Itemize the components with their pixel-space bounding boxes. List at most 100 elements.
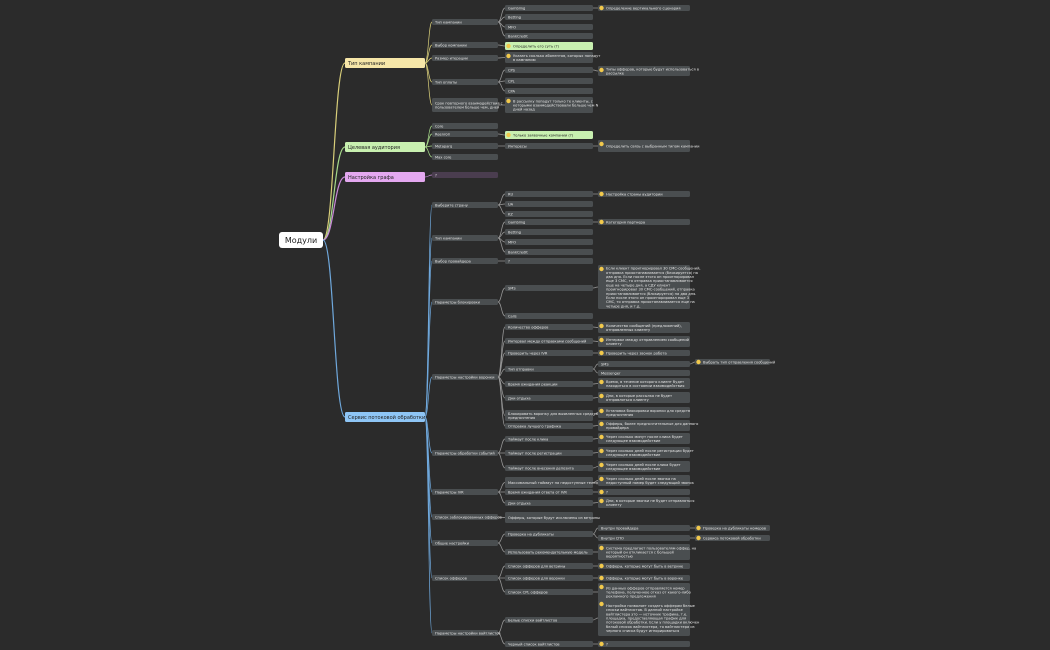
node-b1c[interactable]: Размер итерации	[432, 55, 498, 61]
node-r[interactable]: Модули	[279, 232, 323, 248]
node-c5d[interactable]: Тип отправки	[505, 366, 593, 372]
node-c1b[interactable]: UA	[505, 201, 593, 207]
node-c5gn[interactable]: Установка блокировки воронки для средств…	[598, 407, 690, 418]
node-c5f[interactable]: Дни отдыха	[505, 395, 593, 401]
node-c7an[interactable]: Через сколько дней после звонка нанедост…	[598, 475, 695, 486]
node-c5cn[interactable]: Проверить через звонок робота	[598, 350, 690, 356]
node-c2c[interactable]: MFO	[505, 239, 593, 245]
node-c6c[interactable]: Таймаут после внесения депозита	[505, 465, 593, 471]
node-c2[interactable]: Тип кампании	[432, 235, 498, 241]
node-c5e[interactable]: Время ожидания реакции	[505, 381, 593, 387]
node-c5a[interactable]: Количество офферов	[505, 324, 593, 330]
node-c11b[interactable]: Черный список вайтлистов	[505, 641, 593, 647]
node-c6a[interactable]: Таймаут после клика	[505, 436, 593, 442]
node-c5fn[interactable]: Дни, в которые рассылка не будетотправля…	[598, 392, 690, 403]
node-b1b[interactable]: Выбор компании	[432, 42, 498, 48]
node-c10c[interactable]: Список CPL офферов	[505, 589, 593, 595]
node-c7a[interactable]: Максимальный таймаут на недоступные теле…	[505, 477, 606, 488]
node-c4[interactable]: Параметры блокировки	[432, 299, 498, 305]
node-b1a1n[interactable]: Определение вертикального сценария	[598, 5, 690, 11]
node-c1an[interactable]: Настройка страны аудитории	[598, 191, 690, 197]
node-c10bn[interactable]: Офферы, которые могут быть в воронке	[598, 575, 690, 581]
node-c5d1n[interactable]: Выбрать тип отправления сообщений	[695, 359, 776, 365]
node-c5bn[interactable]: Интервал между отправлением сообщенийкли…	[598, 336, 690, 347]
node-c8a[interactable]: Офферы, которые будут исключены из ветри…	[505, 512, 600, 523]
node-c11an[interactable]: Настройка позволяет создать офферам белы…	[598, 600, 700, 636]
node-c6b[interactable]: Таймаут после регистрации	[505, 450, 593, 456]
node-c2b[interactable]: Betting	[505, 229, 593, 235]
node-b1en[interactable]: В рассылку попадут только те клиенты, ск…	[505, 97, 599, 113]
node-b2[interactable]: Целевая аудитория	[345, 142, 425, 152]
node-c1c[interactable]: KZ	[505, 211, 593, 217]
node-b2c[interactable]: Metaparq	[432, 143, 498, 149]
node-c11[interactable]: Параметры настройки вайтлистов	[432, 630, 501, 636]
node-c4b[interactable]: Calls	[505, 313, 593, 319]
node-c9[interactable]: Общие настройки	[432, 540, 498, 546]
node-c5hn[interactable]: Офферы, более предпочтительные для данно…	[598, 420, 698, 431]
node-c10an[interactable]: Офферы, которые могут быть в ветрине	[598, 563, 690, 569]
node-c4a[interactable]: SMS	[505, 285, 593, 291]
node-b1d2[interactable]: CPL	[505, 78, 593, 84]
node-c1a[interactable]: RU	[505, 191, 593, 197]
node-b2a[interactable]: Core	[432, 123, 498, 129]
node-c10[interactable]: Список офферов	[432, 575, 498, 581]
node-b1d1[interactable]: CPS	[505, 67, 593, 73]
node-b1a2[interactable]: Betting	[505, 14, 593, 20]
node-c9a2[interactable]: Внутри СПО	[598, 535, 690, 541]
node-b1a4[interactable]: BankCredit	[505, 33, 593, 39]
node-c5h[interactable]: Отправка лучшего трафика	[505, 423, 593, 429]
node-c5en[interactable]: Время, в течение которого клиент будетна…	[598, 378, 690, 389]
node-c5d1[interactable]: SMS	[598, 361, 690, 367]
node-c9bn[interactable]: Система предлагает пользователям оффер, …	[598, 544, 696, 560]
node-c6an[interactable]: Через сколько минут после клика будетсле…	[598, 433, 690, 444]
node-c11a[interactable]: Белые списки вайтлистов	[505, 617, 593, 623]
node-c9b[interactable]: Использовать рекомендательную модель	[505, 549, 593, 555]
node-c5b[interactable]: Интервал между отправками сообщений	[505, 338, 593, 344]
node-b3[interactable]: Настройка графа	[345, 172, 425, 182]
node-c9a[interactable]: Проверка на дубликаты	[505, 531, 593, 537]
node-c2a[interactable]: Gambling	[505, 219, 593, 225]
node-c5[interactable]: Параметры настройки воронки	[432, 374, 498, 380]
node-b1cn[interactable]: Указать сколько абонентов, которых попад…	[505, 52, 600, 63]
node-c10b[interactable]: Список офферов для воронки	[505, 575, 593, 581]
node-c3[interactable]: Выбор провайдера	[432, 258, 498, 264]
node-b1bn[interactable]: Определить его суть (?)	[505, 42, 593, 50]
node-b1a[interactable]: Тип кампании	[432, 19, 498, 25]
node-c5c[interactable]: Проверить через IVR	[505, 350, 593, 356]
node-c7b[interactable]: Время ожидания ответа от IVR	[505, 489, 593, 495]
node-b2bn[interactable]: Только заявочные компании (?)	[505, 131, 593, 139]
node-b1e[interactable]: Срок повторного взаимодействия спользова…	[432, 98, 503, 112]
node-b2c1[interactable]: Интересы	[505, 143, 593, 149]
node-c7[interactable]: Параметры IVR	[432, 489, 498, 495]
node-b2d[interactable]: Max core	[432, 154, 498, 160]
node-c5d2[interactable]: Messenger	[598, 370, 690, 376]
node-b4[interactable]: Сервис потоковой обработки	[345, 412, 425, 422]
node-c8[interactable]: Список заблокированных офферов	[432, 514, 502, 520]
node-c2d[interactable]: BankCredit	[505, 249, 593, 255]
node-b2b[interactable]: Reenroll	[432, 131, 498, 137]
node-c10cn[interactable]: Из данных офферов отправляется номертеле…	[598, 583, 691, 601]
node-c6[interactable]: Параметры обработки событий	[432, 450, 498, 456]
node-c10a[interactable]: Список офферов для ветрины	[505, 563, 593, 569]
node-c2an[interactable]: Категория партнера	[598, 219, 690, 225]
node-c3a[interactable]: ?	[505, 258, 593, 264]
node-b1d[interactable]: Тип оплаты	[432, 79, 498, 85]
node-b1d1n[interactable]: Типы офферов, которые будут использовать…	[598, 66, 699, 76]
node-c5an[interactable]: Количество сообщений (предложений),отпра…	[598, 322, 690, 333]
node-c5g[interactable]: Блокировать воронку для выявленных средс…	[505, 410, 598, 421]
node-c7bn[interactable]: ?	[598, 489, 690, 495]
node-b1a3[interactable]: MFO	[505, 24, 593, 30]
node-c1[interactable]: Выберите страну	[432, 202, 498, 208]
node-b1[interactable]: Тип кампании	[345, 58, 425, 68]
node-c7c[interactable]: Дни отдыха	[505, 500, 593, 506]
node-b2c1n[interactable]: Определить связь с выбранным типом кампа…	[598, 140, 700, 152]
node-c9a2n[interactable]: Сервиса потоковой обработки	[695, 535, 770, 541]
node-b3a[interactable]: ?	[432, 172, 498, 178]
node-b1d3[interactable]: CPA	[505, 88, 593, 94]
node-c7cn[interactable]: Дни, в которые звонки не будет отправлят…	[598, 497, 694, 508]
node-c9a1[interactable]: Внутри провайдера	[598, 525, 690, 531]
node-c6bn[interactable]: Через сколько дней после регистрации буд…	[598, 447, 694, 458]
node-c4an[interactable]: Если клиент проигнорировал 30 СМС-сообще…	[598, 265, 701, 309]
node-c9a1n[interactable]: Проверка на дубликаты номеров	[695, 525, 770, 531]
node-c11bn[interactable]: ?	[598, 641, 690, 647]
